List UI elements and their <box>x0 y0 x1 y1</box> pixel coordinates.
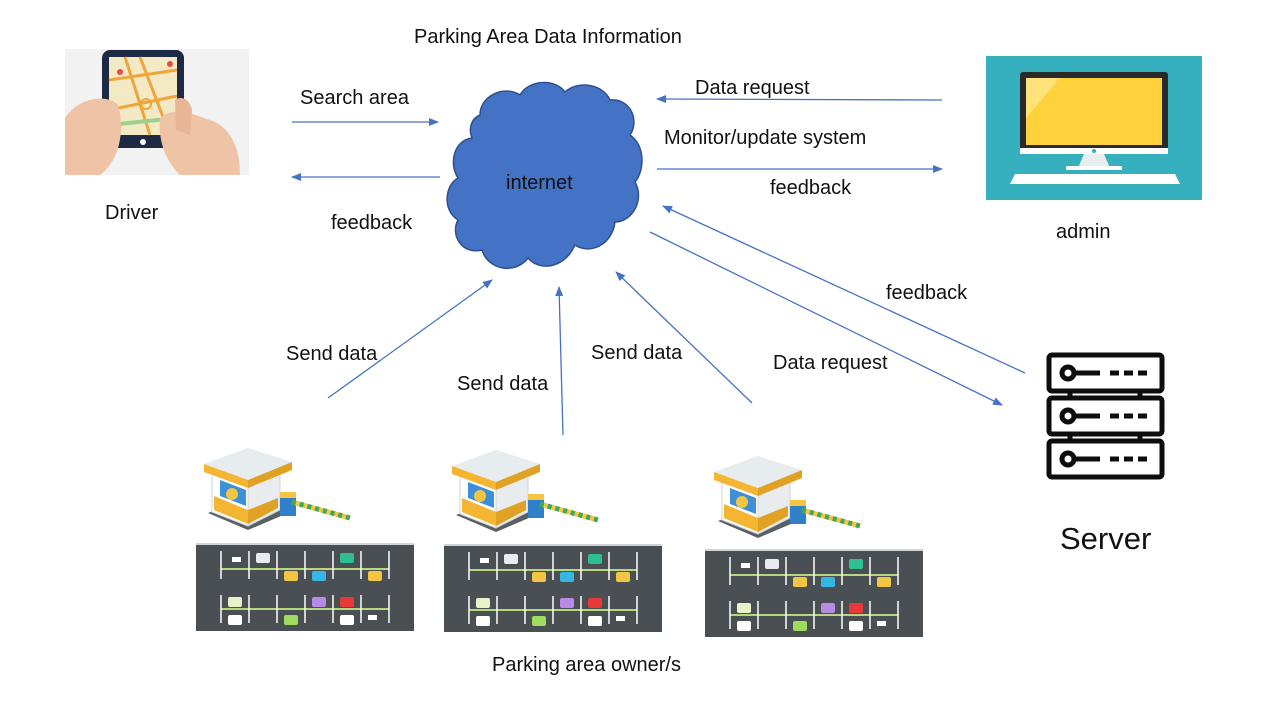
edge-label-send-data-3: Send data <box>591 342 683 364</box>
driver-label: Driver <box>105 202 159 224</box>
owners-label: Parking area owner/s <box>492 654 681 676</box>
parking-owner-3 <box>704 456 924 638</box>
phone-map-icon <box>65 49 249 175</box>
arrow-server-data-request <box>649 231 1003 406</box>
parking-lot-icon <box>195 542 415 632</box>
arrow-admin-data-request <box>656 95 943 104</box>
parking-booth-icon <box>204 448 350 530</box>
diagram-title: Parking Area Data Information <box>414 26 682 48</box>
computer-monitor-icon <box>986 56 1202 200</box>
arrow-server-feedback <box>662 205 1026 374</box>
admin-label: admin <box>1056 221 1111 243</box>
edge-label-search-area: Search area <box>300 87 409 109</box>
edge-label-send-data-2: Send data <box>457 373 549 395</box>
edge-label-monitor-update: Monitor/update system <box>664 127 867 149</box>
server-label: Server <box>1060 521 1152 556</box>
edge-label-admin-feedback: feedback <box>770 177 852 199</box>
edge-label-admin-data-request: Data request <box>695 77 810 99</box>
arrow-send-data-3 <box>615 271 753 404</box>
arrow-send-data-2 <box>555 286 564 436</box>
server-rack-icon <box>1046 352 1165 480</box>
parking-lot-icon <box>443 543 663 633</box>
parking-owner-1 <box>195 448 415 632</box>
edge-label-send-data-1: Send data <box>286 343 378 365</box>
internet-label: internet <box>506 172 573 194</box>
parking-owner-2 <box>443 450 663 633</box>
parking-booth-icon <box>452 450 598 532</box>
internet-cloud <box>446 81 643 269</box>
arrows <box>291 95 1026 436</box>
edge-label-driver-feedback: feedback <box>331 212 413 234</box>
parking-lot-icon <box>704 548 924 638</box>
parking-booth-icon <box>714 456 860 538</box>
edge-label-server-data-request: Data request <box>773 352 888 374</box>
edge-label-server-feedback: feedback <box>886 282 968 304</box>
arrow-send-data-1 <box>327 279 493 399</box>
